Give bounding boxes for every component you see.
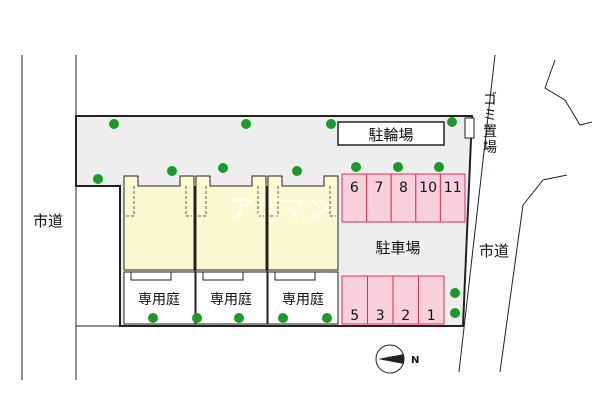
garden-1: [123, 271, 196, 325]
parking-number-10: 10: [419, 180, 437, 196]
garbage-label: ゴミ置場: [483, 91, 497, 156]
parking-number-7: 7: [374, 180, 383, 196]
compass-north-label: N: [411, 355, 419, 366]
parking-space-11: [439, 173, 466, 223]
parking-space-5: [341, 275, 368, 325]
tree: [218, 163, 228, 173]
tree: [322, 313, 332, 323]
tree: [93, 174, 103, 184]
unit-2-entrance: [198, 186, 264, 217]
compass-needle: [378, 354, 404, 364]
compass: N: [375, 344, 419, 374]
tree: [241, 119, 251, 129]
road-east-label: 市道: [479, 242, 509, 260]
unit-1-entrance: [126, 186, 192, 217]
tree: [326, 119, 336, 129]
neighbor-boundary: [544, 59, 593, 126]
garden-label-1: 専用庭: [138, 291, 180, 308]
garden-1-step: [130, 271, 172, 281]
unit-1: [123, 175, 195, 271]
parking-space-7: [366, 173, 392, 223]
bicycle-parking-area: [337, 121, 445, 146]
parking-number-6: 6: [350, 180, 359, 196]
east-road-edge-outer-top: [522, 174, 568, 206]
trees: [93, 117, 460, 323]
tree: [234, 313, 244, 323]
watermark-logo: アパマン: [228, 195, 331, 225]
tree: [192, 313, 202, 323]
parking-number-8: 8: [399, 180, 408, 196]
tree: [148, 313, 158, 323]
parking-number-2: 2: [401, 308, 410, 324]
parking-space-6: [341, 173, 368, 223]
parking-number-1: 1: [427, 308, 436, 324]
tree: [351, 162, 361, 172]
building-units: [123, 175, 339, 272]
tree: [434, 162, 444, 172]
garden-label-3: 専用庭: [282, 291, 324, 308]
garbage-label-text: ゴミ置場: [483, 91, 497, 156]
road-west-label: 市道: [33, 212, 63, 230]
tree: [278, 313, 288, 323]
tree: [447, 117, 457, 127]
parking-number-11: 11: [444, 180, 462, 196]
unit-3: [267, 175, 339, 271]
tree: [292, 166, 302, 176]
garden-2: [195, 271, 268, 325]
tree: [450, 288, 460, 298]
parking-space-1: [418, 275, 445, 325]
garden-label-2: 専用庭: [210, 291, 252, 308]
parking-label: 駐車場: [375, 239, 420, 257]
garden-2-step: [202, 271, 244, 281]
garbage-area: [464, 117, 475, 139]
parking-number-5: 5: [350, 308, 359, 324]
garden-3-step: [274, 271, 316, 281]
east-road-edge-outer: [499, 204, 524, 373]
east-road-edge-inner: [458, 54, 496, 373]
parking-space-2: [392, 275, 419, 325]
bicycle-parking-label: 駐輪場: [368, 126, 413, 144]
tree: [109, 119, 119, 129]
unit-2: [195, 175, 267, 271]
tree: [393, 162, 403, 172]
tree: [450, 308, 460, 318]
parking-number-3: 3: [376, 308, 385, 324]
tree: [167, 166, 177, 176]
parking-space-8: [390, 173, 417, 223]
private-gardens: 専用庭 専用庭 専用庭: [123, 271, 339, 325]
unit-3-entrance: [270, 186, 336, 217]
